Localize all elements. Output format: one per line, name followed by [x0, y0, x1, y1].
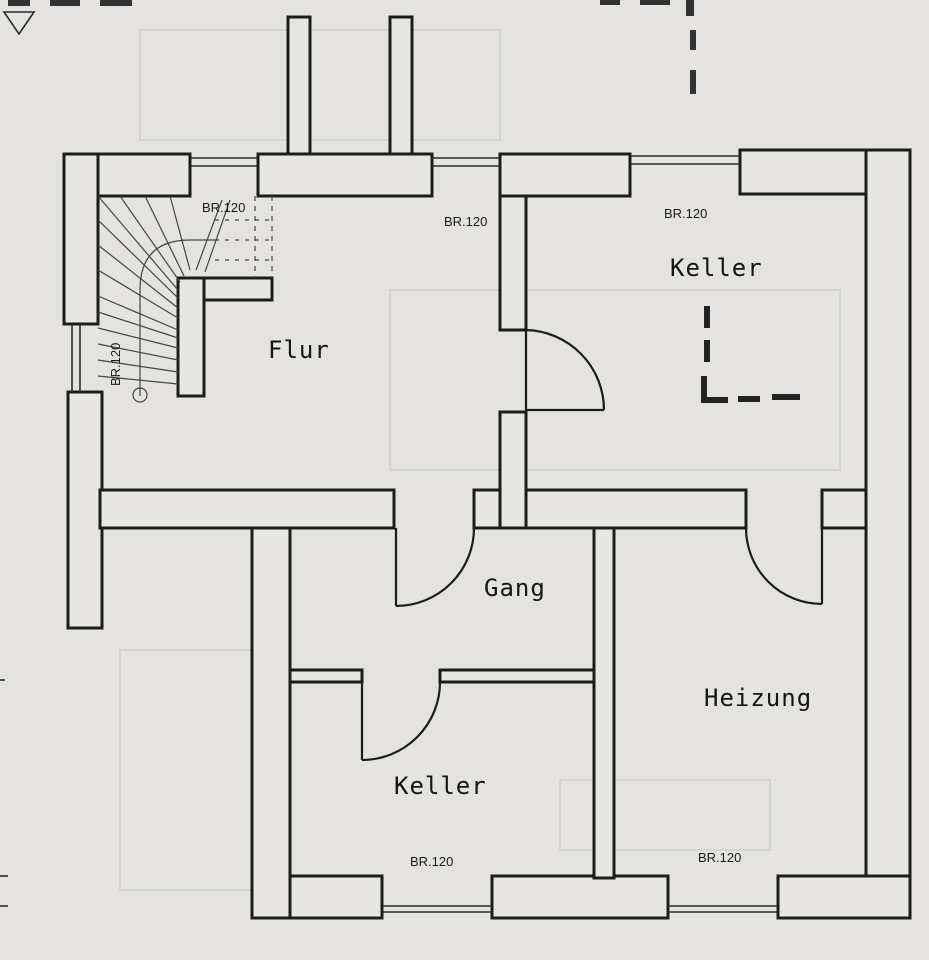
margin-ticks — [0, 679, 8, 907]
background-ghost-lines — [119, 29, 841, 891]
dashed-corner-marker — [701, 306, 800, 403]
room-label-heizung: Heizung — [704, 684, 812, 712]
room-label-flur: Flur — [268, 336, 330, 364]
opening-label-keller-top: BR.120 — [664, 206, 707, 221]
top-corner-marks — [2, 0, 696, 94]
windows — [71, 155, 778, 913]
staircase — [97, 195, 273, 403]
opening-label-keller-bottom: BR.120 — [410, 854, 453, 869]
walls — [62, 15, 912, 920]
room-label-gang: Gang — [484, 574, 546, 602]
opening-label-flur-top: BR.120 — [444, 214, 487, 229]
doors — [360, 328, 824, 762]
room-label-keller-bottom: Keller — [394, 772, 487, 800]
opening-label-stair-top: BR.120 — [202, 200, 245, 215]
room-label-keller-top: Keller — [670, 254, 763, 282]
opening-label-stair-side: BR.120 — [108, 343, 123, 386]
opening-label-heizung-bottom: BR.120 — [698, 850, 741, 865]
